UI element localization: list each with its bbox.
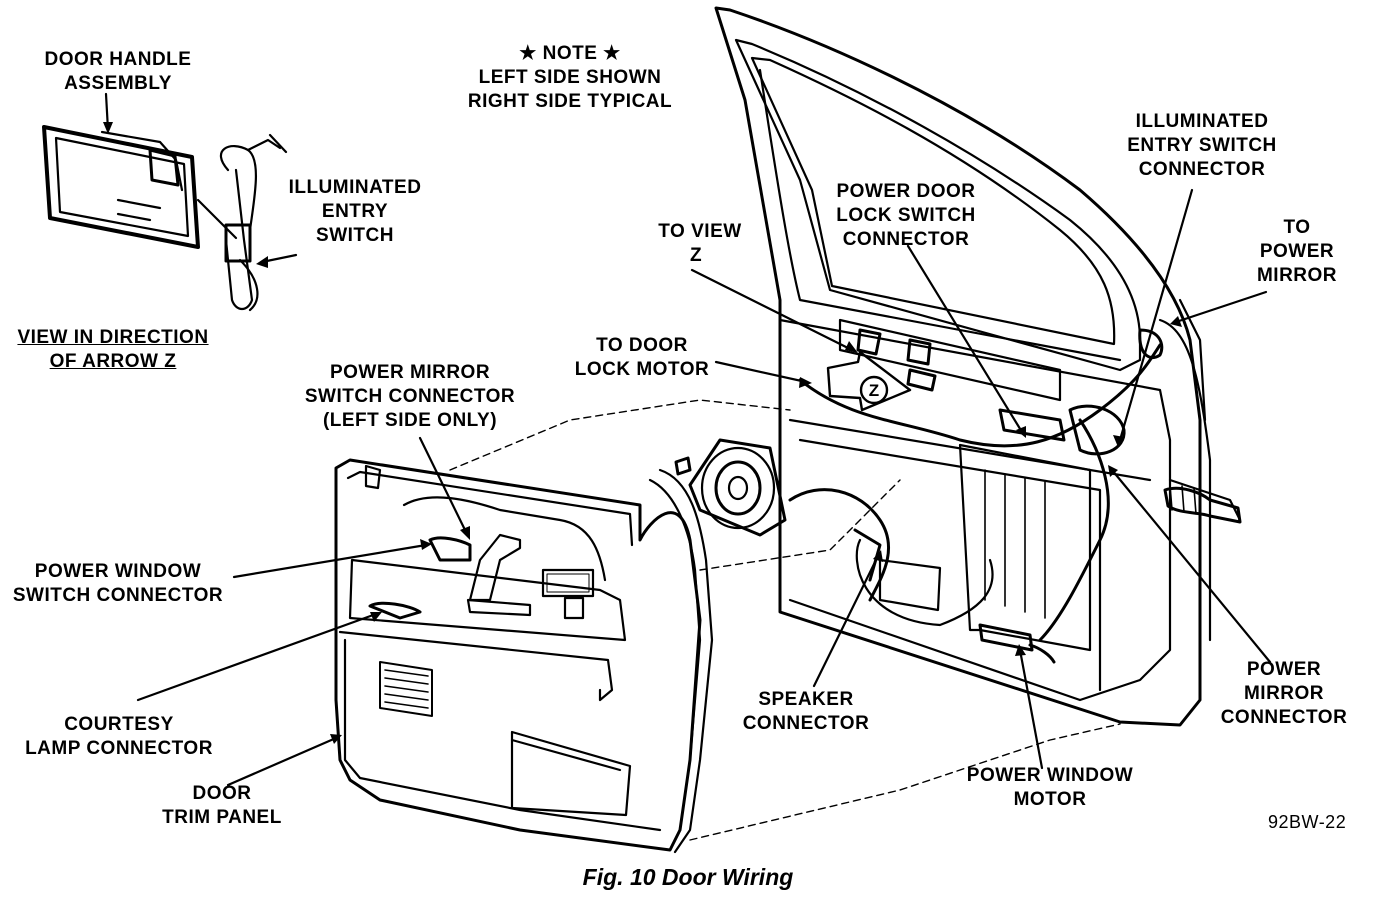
note-line-1: LEFT SIDE SHOWN: [478, 67, 662, 88]
label-illuminated-entry-switch: ILLUMINATED ENTRY SWITCH: [288, 177, 422, 246]
speaker-illustration: [674, 438, 787, 537]
label-power-window-switch-connector: POWER WINDOW SWITCH CONNECTOR: [12, 561, 224, 606]
label-to-view-z: TO VIEW Z: [658, 221, 742, 266]
label-power-mirror-switch-connector: POWER MIRROR SWITCH CONNECTOR (LEFT SIDE…: [304, 362, 516, 431]
door-shell-illustration: [714, 6, 1242, 727]
label-door-trim-panel: DOOR TRIM PANEL: [162, 783, 282, 828]
z-marker: Z: [869, 381, 879, 400]
label-power-window-motor: POWER WINDOW MOTOR: [966, 765, 1134, 810]
label-door-handle-assembly: DOOR HANDLE ASSEMBLY: [44, 49, 192, 94]
leader-lines: [104, 92, 1272, 787]
label-power-mirror-connector: POWER MIRROR CONNECTOR: [1220, 659, 1348, 728]
note-line-2: RIGHT SIDE TYPICAL: [467, 91, 673, 112]
label-to-power-mirror: TO POWER MIRROR: [1256, 217, 1338, 286]
trim-panel-illustration: [334, 458, 714, 854]
figure-caption: Fig. 10 Door Wiring: [582, 864, 794, 890]
note-block: ★ NOTE ★ LEFT SIDE SHOWN RIGHT SIDE TYPI…: [460, 42, 680, 114]
label-power-door-lock-switch-connector: POWER DOOR LOCK SWITCH CONNECTOR: [836, 181, 976, 250]
figure-code: 92BW-22: [1268, 812, 1347, 832]
label-speaker-connector: SPEAKER CONNECTOR: [742, 689, 870, 734]
z-view-arrow-icon: [826, 350, 912, 412]
label-view-in-direction: VIEW IN DIRECTION OF ARROW Z: [17, 327, 209, 372]
label-illuminated-entry-switch-connector: ILLUMINATED ENTRY SWITCH CONNECTOR: [1127, 111, 1277, 180]
note-title: ★ NOTE ★: [519, 43, 621, 64]
label-courtesy-lamp-connector: COURTESY LAMP CONNECTOR: [25, 714, 213, 759]
label-to-door-lock-motor: TO DOOR LOCK MOTOR: [574, 335, 710, 380]
door-handle-illustration: [42, 125, 288, 312]
